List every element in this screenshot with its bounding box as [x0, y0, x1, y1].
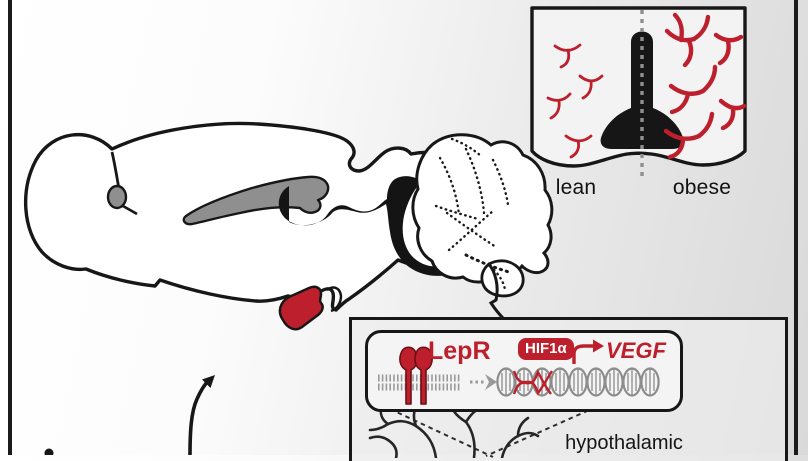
transcription-arrow-icon — [572, 339, 604, 364]
leptin-receptor-icon — [399, 346, 433, 405]
signal-box-graphic — [378, 339, 660, 405]
dna-helix-icon — [496, 367, 660, 397]
lean-obese-graphic — [530, 6, 747, 176]
cropped-fragment — [44, 448, 54, 455]
cerebellum-folia-dots — [434, 137, 510, 292]
commissure-tail — [122, 204, 138, 216]
lepr-label: LepR — [428, 337, 491, 365]
lean-vessels-icon — [546, 43, 604, 159]
corpus-callosum — [182, 175, 330, 226]
brainstem-outline — [486, 262, 505, 320]
figure-frame-right — [794, 0, 798, 455]
hypothalamic-caption: hypothalamic — [565, 432, 683, 454]
lean-obese-inset: lean obese — [528, 4, 752, 206]
lean-label: lean — [555, 176, 597, 199]
hypothalamus-highlight — [278, 285, 324, 331]
vegf-label: VEGF — [606, 338, 666, 363]
obese-label: obese — [672, 176, 732, 199]
membrane-icon — [378, 374, 460, 391]
hif1a-chip: HIF1α — [518, 338, 574, 360]
up-arrow-icon — [188, 375, 215, 455]
obese-vessels-icon — [663, 12, 747, 160]
third-ventricle-icon — [600, 31, 684, 149]
figure-frame-left — [8, 0, 12, 455]
infundibulum-hook — [326, 286, 343, 313]
pathway-panel: LepR HIF1α VEGF hypothalamic — [349, 317, 788, 461]
signal-box: LepR HIF1α VEGF — [365, 330, 683, 412]
anterior-commissure — [106, 184, 128, 210]
signal-dashed-arrow-icon — [470, 374, 497, 390]
